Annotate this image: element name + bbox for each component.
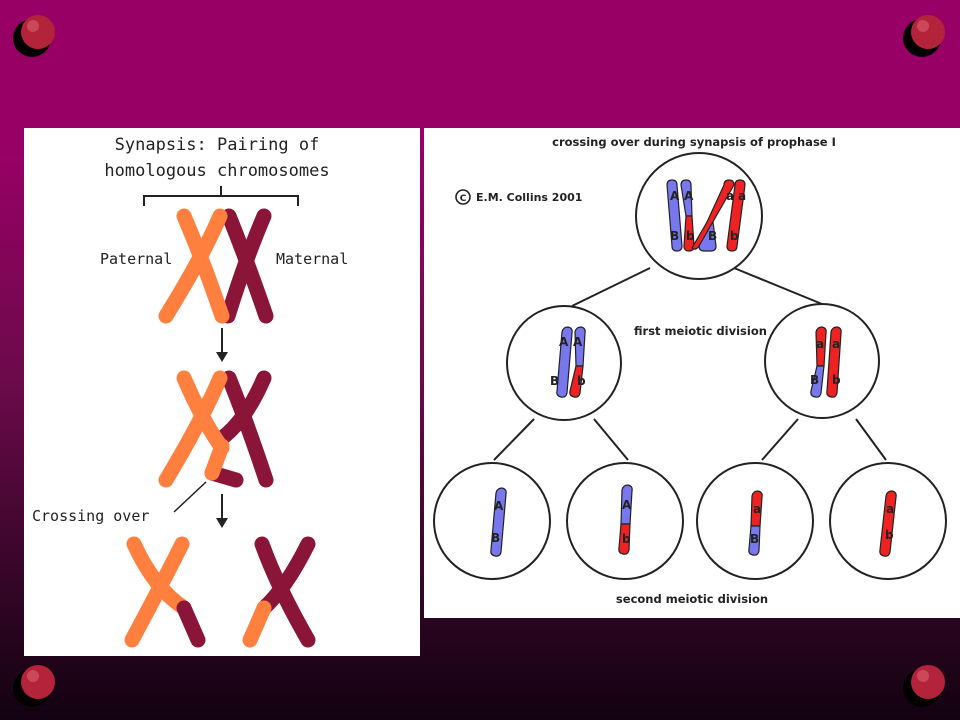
meiosis-title: crossing over during synapsis of prophas… — [552, 135, 836, 149]
svg-text:B: B — [491, 531, 500, 545]
recombinant-maternal — [242, 536, 316, 648]
down-arrow-1 — [216, 328, 228, 362]
meiosis-figure: crossing over during synapsis of prophas… — [424, 128, 960, 618]
bracket — [143, 186, 299, 206]
svg-text:B: B — [550, 374, 559, 388]
svg-text:b: b — [885, 528, 894, 542]
svg-text:A: A — [494, 499, 504, 513]
svg-text:A: A — [684, 189, 694, 203]
svg-text:B: B — [670, 229, 679, 243]
svg-text:b: b — [622, 532, 631, 546]
maternal-label: Maternal — [276, 250, 348, 268]
paired-chromosomes-stage-1 — [158, 208, 274, 324]
gamete-cell-3: a B — [696, 462, 814, 580]
gamete-cell-1: A B — [433, 462, 551, 580]
synapsis-figure: Synapsis: Pairing of homologous chromoso… — [24, 128, 420, 656]
paternal-chromosome-2 — [158, 370, 230, 488]
meiosis-diagram: crossing over during synapsis of prophas… — [433, 135, 947, 606]
synapsis-title-line2: homologous chromosomes — [104, 161, 329, 181]
svg-text:B: B — [750, 532, 759, 546]
paternal-label: Paternal — [100, 250, 172, 268]
svg-text:a: a — [726, 189, 734, 203]
gamete-cell-4: a b — [829, 462, 947, 580]
svg-text:b: b — [686, 229, 695, 243]
copyright-text: E.M. Collins 2001 — [476, 191, 582, 204]
copyright-icon — [455, 189, 471, 205]
paired-chromosomes-stage-2 — [158, 370, 274, 488]
corner-bullet-bottom-left — [13, 665, 55, 707]
paternal-chromosome-1 — [158, 208, 230, 324]
svg-text:C: C — [460, 194, 467, 204]
corner-bullet-top-left — [13, 15, 55, 57]
recombinant-paternal — [124, 536, 206, 648]
second-division-label: second meiotic division — [616, 592, 768, 606]
first-division-cell-right: a a B b — [764, 303, 880, 419]
corner-bullet-bottom-right — [903, 665, 945, 707]
synapsis-title-line1: Synapsis: Pairing of — [115, 135, 320, 155]
svg-text:a: a — [738, 189, 746, 203]
svg-text:b: b — [832, 373, 841, 387]
svg-text:a: a — [753, 502, 761, 516]
svg-text:A: A — [622, 498, 632, 512]
copyright: C E.M. Collins 2001 — [455, 189, 582, 205]
svg-text:A: A — [559, 335, 569, 349]
lineage-lines — [493, 267, 887, 461]
svg-text:A: A — [573, 335, 583, 349]
svg-text:B: B — [708, 229, 717, 243]
svg-text:A: A — [670, 189, 680, 203]
maternal-chromosome-1 — [220, 208, 274, 324]
svg-text:B: B — [810, 373, 819, 387]
svg-text:a: a — [832, 337, 840, 351]
svg-text:b: b — [730, 229, 739, 243]
prophase-cell: A A a a B b B b — [635, 152, 763, 280]
synapsis-diagram: Synapsis: Pairing of homologous chromoso… — [32, 135, 348, 648]
crossing-over-label: Crossing over — [32, 507, 149, 525]
down-arrow-2 — [216, 494, 228, 528]
svg-text:a: a — [816, 337, 824, 351]
first-division-cell-left: A A B b — [506, 305, 622, 421]
svg-text:a: a — [886, 502, 894, 516]
crossing-over-pointer — [173, 481, 207, 513]
svg-text:b: b — [577, 374, 586, 388]
corner-bullet-top-right — [903, 15, 945, 57]
first-division-label: first meiotic division — [634, 324, 767, 338]
gamete-cell-2: A b — [566, 462, 684, 580]
